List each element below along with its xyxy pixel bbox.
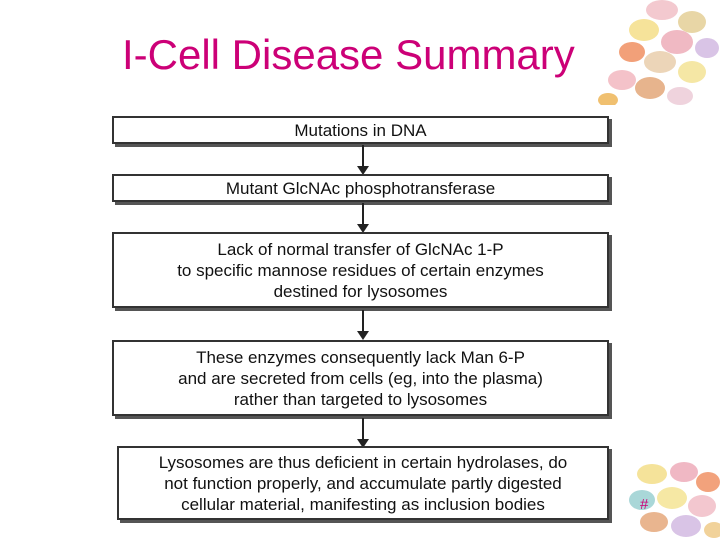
step-text: not function properly, and accumulate pa… bbox=[164, 473, 562, 493]
flow-step-lack-transfer: Lack of normal transfer of GlcNAc 1-P to… bbox=[112, 232, 609, 308]
slide-number: # bbox=[640, 496, 649, 513]
flow-step-secreted-enzymes: These enzymes consequently lack Man 6-P … bbox=[112, 340, 609, 416]
flow-step-mutant-enzyme: Mutant GlcNAc phosphotransferase bbox=[112, 174, 609, 202]
flow-arrow bbox=[357, 145, 369, 175]
slide-title: I-Cell Disease Summary bbox=[122, 31, 575, 78]
step-text: Mutant GlcNAc phosphotransferase bbox=[225, 178, 496, 198]
flow-arrow bbox=[357, 418, 369, 448]
step-text: destined for lysosomes bbox=[273, 281, 448, 301]
step-text: These enzymes consequently lack Man 6-P bbox=[196, 347, 525, 367]
step-text: rather than targeted to lysosomes bbox=[233, 389, 488, 409]
step-text: Lysosomes are thus deficient in certain … bbox=[158, 452, 568, 472]
step-text: Mutations in DNA bbox=[294, 120, 427, 140]
step-text: cellular material, manifesting as inclus… bbox=[181, 494, 545, 514]
step-text: to specific mannose residues of certain … bbox=[177, 260, 544, 280]
flow-arrow bbox=[357, 203, 369, 233]
candy-eggs-top-image bbox=[598, 0, 719, 105]
candy-eggs-bottom-image bbox=[629, 462, 720, 538]
flow-step-mutations-dna: Mutations in DNA bbox=[112, 116, 609, 144]
flow-step-lysosome-deficiency: Lysosomes are thus deficient in certain … bbox=[117, 446, 609, 520]
step-text: and are secreted from cells (eg, into th… bbox=[178, 368, 543, 388]
step-text: Lack of normal transfer of GlcNAc 1-P bbox=[217, 239, 504, 259]
flow-arrow bbox=[357, 310, 369, 340]
